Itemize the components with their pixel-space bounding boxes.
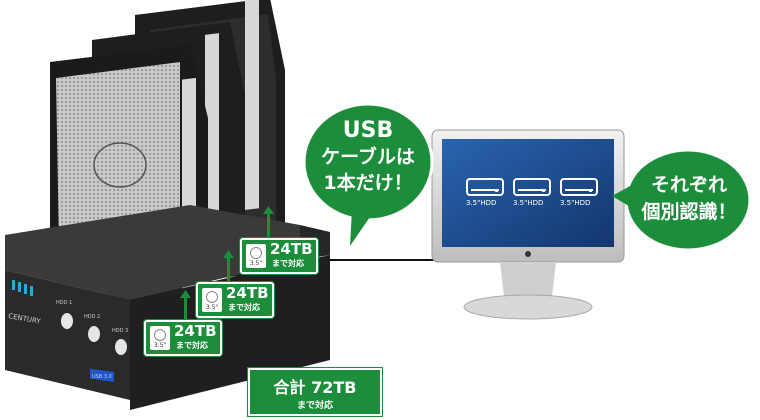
screen-drive-2: 3.5"HDD	[513, 178, 553, 207]
capacity-value: 24TB	[270, 240, 313, 258]
capacity-value: 24TB	[174, 322, 217, 340]
screen-drive-3: 3.5"HDD	[560, 178, 600, 207]
arrows	[180, 206, 274, 324]
capacity-badge-2: 3.5" 24TB まで対応	[196, 282, 274, 318]
hdd-icon: 3.5"	[150, 326, 170, 350]
slot-button-label-2: HDD 2	[84, 314, 101, 320]
capacity-support: まで対応	[228, 303, 260, 312]
usb-bubble-shape	[302, 102, 434, 246]
recog-bubble: それぞれ 個別認識！	[630, 172, 748, 226]
recog-bubble-line1: それぞれ	[650, 174, 727, 196]
capacity-badge-1: 3.5" 24TB まで対応	[144, 320, 222, 356]
capacity-support: まで対応	[176, 341, 208, 350]
screen-drive-label: 3.5"HDD	[513, 199, 544, 207]
hdd-icon: 3.5"	[202, 288, 222, 312]
usb-bubble-line3: 1本だけ！	[323, 172, 413, 194]
hdd-icon: 3.5"	[246, 244, 266, 268]
capacity-support: まで対応	[272, 259, 304, 268]
capacity-badge-3: 3.5" 24TB まで対応	[240, 238, 318, 274]
slot-button-label-3: HDD 3	[112, 328, 129, 334]
usb-bubble-line1: USB	[342, 118, 394, 143]
slot-button-label-1: HDD 1	[56, 300, 73, 306]
usb-bubble: USB ケーブルは 1本だけ！	[306, 118, 430, 196]
total-capacity-badge: 合計 72TB まで対応	[248, 368, 382, 416]
hdd-icon	[466, 178, 504, 196]
usb-port-label: USB 3.0	[92, 374, 112, 380]
recog-bubble-line2: 個別認識！	[641, 201, 737, 223]
capacity-value: 24TB	[226, 284, 269, 302]
monitor	[431, 129, 625, 320]
screen-drive-label: 3.5"HDD	[466, 199, 497, 207]
total-support: まで対応	[296, 401, 333, 411]
total-capacity: 合計 72TB	[273, 378, 357, 397]
screen-drive-label: 3.5"HDD	[560, 199, 591, 207]
hdd-icon	[560, 178, 598, 196]
screen-drive-1: 3.5"HDD	[466, 178, 506, 207]
usb-bubble-line2: ケーブルは	[321, 146, 415, 168]
recog-bubble-shape	[612, 148, 752, 252]
hdd-icon	[513, 178, 551, 196]
